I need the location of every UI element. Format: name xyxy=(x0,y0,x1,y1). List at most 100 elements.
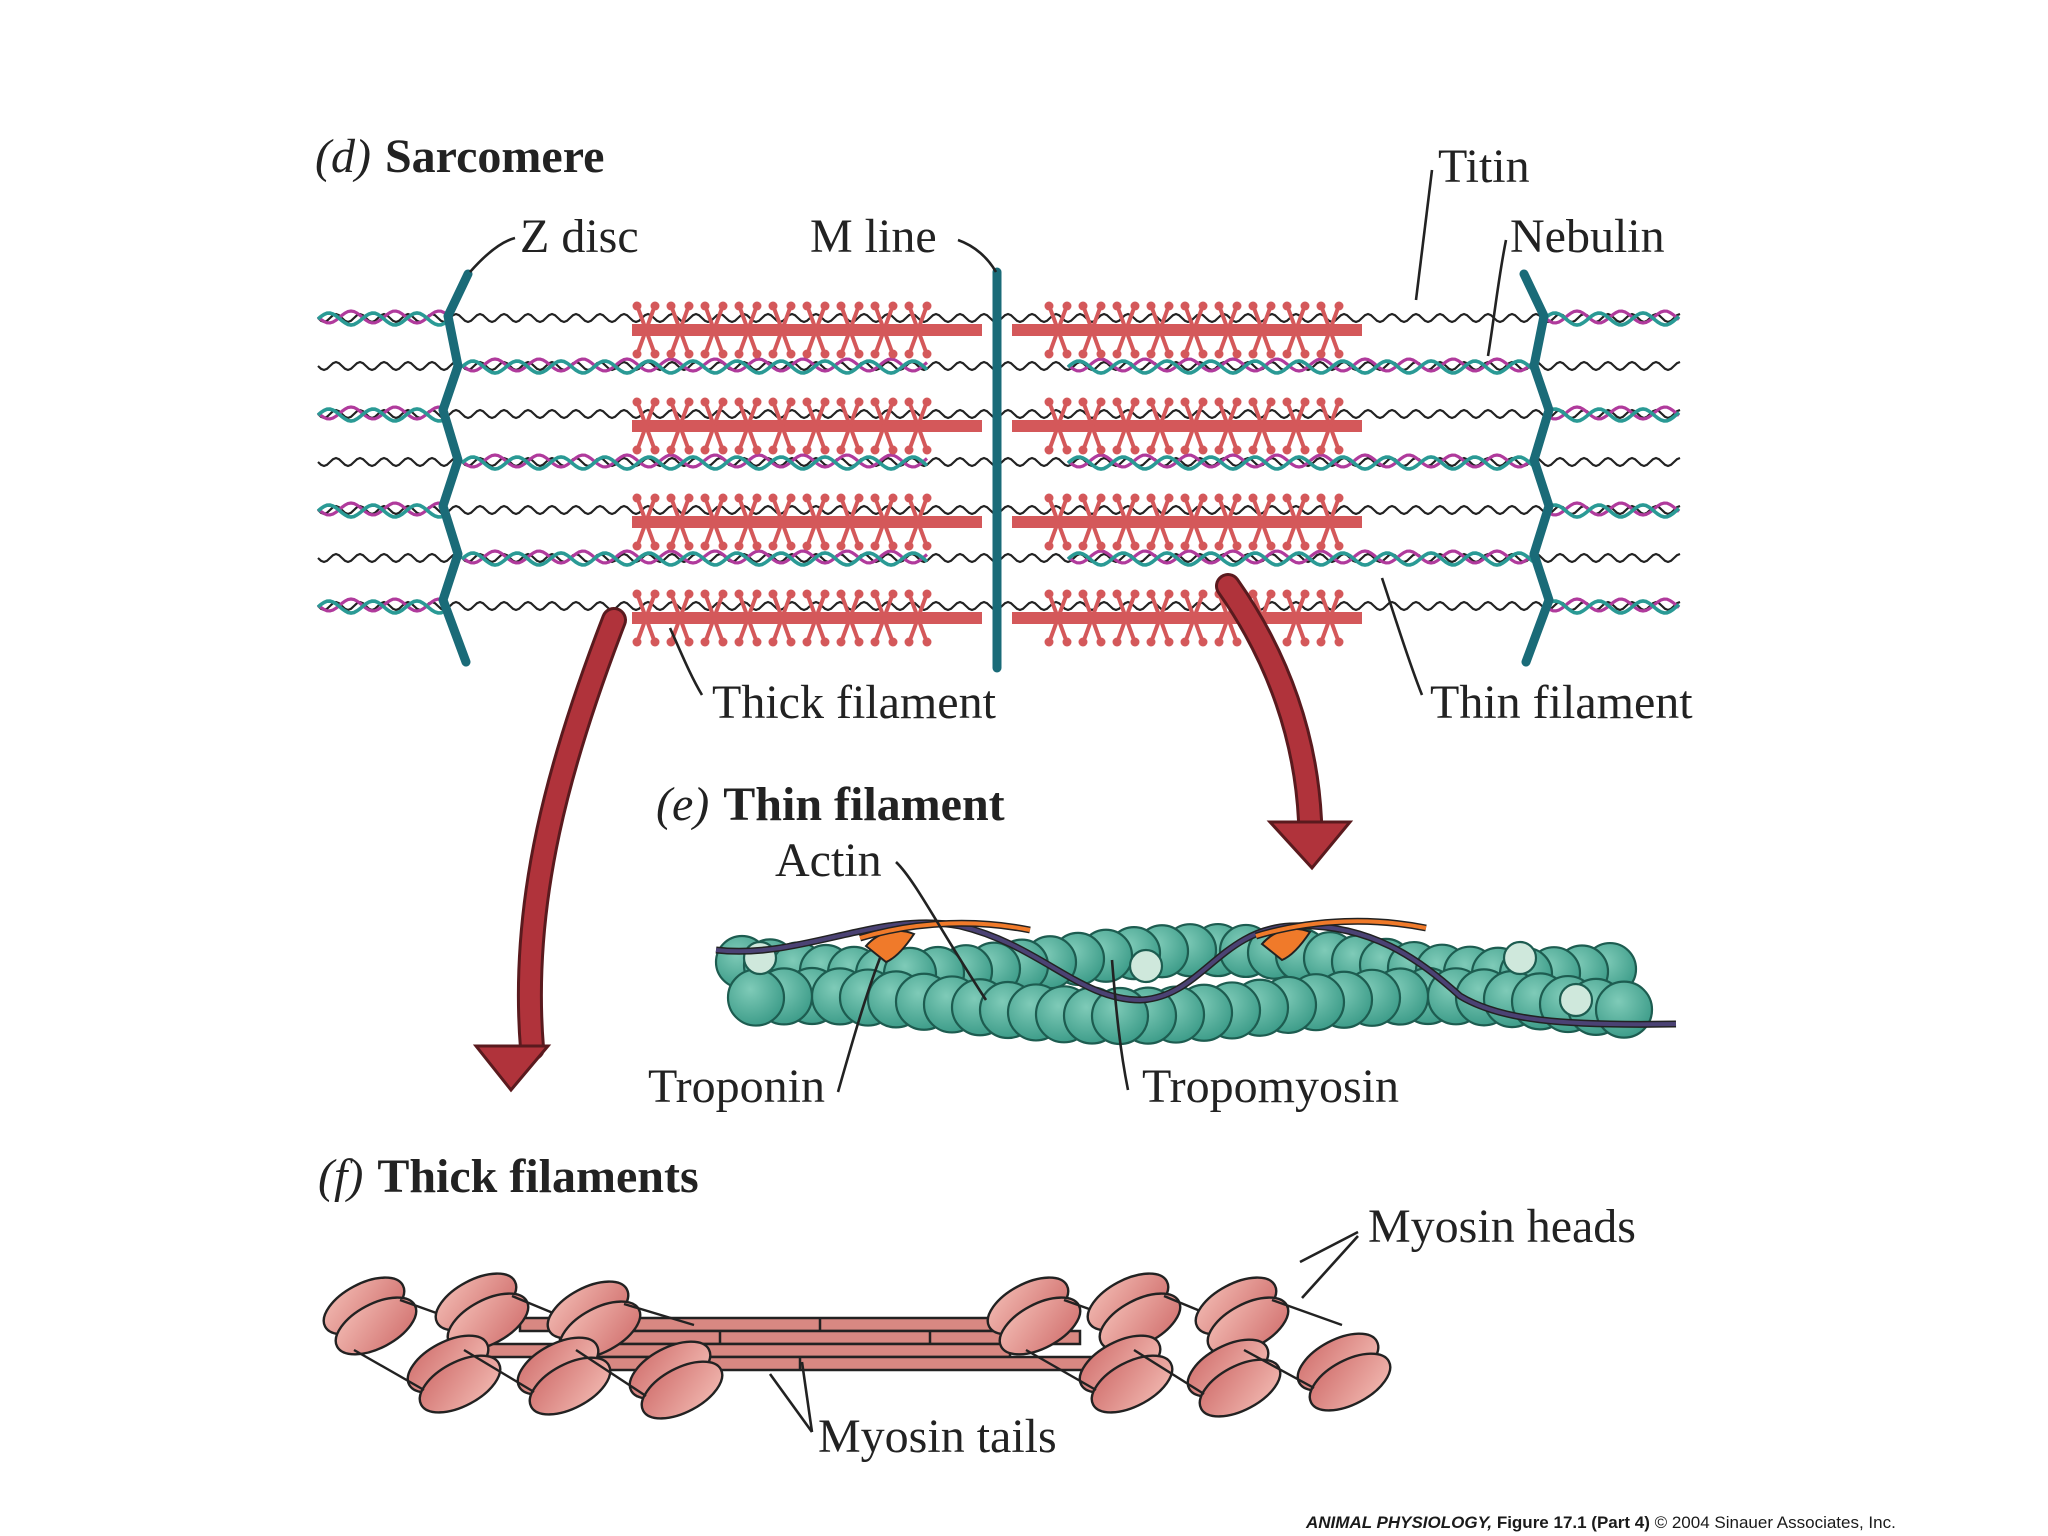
credit-book: ANIMAL PHYSIOLOGY, xyxy=(1305,1513,1492,1532)
myosin-head-dot xyxy=(1300,349,1310,359)
myosin-head-dot xyxy=(854,541,864,551)
myosin-crossbridge xyxy=(1124,306,1136,332)
myosin-crossbridge xyxy=(1090,424,1102,450)
myosin-head-dot xyxy=(836,397,846,407)
myosin-crossbridge xyxy=(1260,498,1272,524)
myosin-crossbridge xyxy=(738,616,750,642)
myosin-head-dot xyxy=(870,397,880,407)
myosin-crossbridge xyxy=(874,306,886,332)
myosin-heads-leader-1 xyxy=(1299,1230,1359,1264)
myosin-head-dot xyxy=(700,397,710,407)
myosin-head-dot xyxy=(854,637,864,647)
myosin-head-dot xyxy=(1112,493,1122,503)
myosin-crossbridge xyxy=(636,306,648,332)
myosin-crossbridge xyxy=(806,306,818,332)
myosin-head-dot xyxy=(1164,301,1174,311)
myosin-heads xyxy=(322,1272,1392,1420)
myosin-crossbridge xyxy=(780,424,792,450)
arrow-to-thin-filament xyxy=(1215,573,1354,871)
myosin-head-dot xyxy=(802,541,812,551)
myosin-head-dot xyxy=(666,445,676,455)
left-outer-thin-actin-helix xyxy=(316,503,448,519)
myosin-neck xyxy=(623,1302,695,1327)
myosin-head-dot xyxy=(1232,397,1242,407)
myosin-head-dot xyxy=(1146,541,1156,551)
myosin-crossbridge xyxy=(704,306,716,332)
myosin-head-dot xyxy=(650,397,660,407)
troponin-label: Troponin xyxy=(648,1060,825,1113)
myosin-crossbridge xyxy=(1286,306,1298,332)
left-thin-filament-nebulin-helix xyxy=(460,453,929,469)
myosin-head-dot xyxy=(1062,349,1072,359)
myosin-head-dot xyxy=(1146,397,1156,407)
myosin-head-dot xyxy=(904,301,914,311)
right-outer-thin-nebulin-helix xyxy=(1542,597,1681,613)
myosin-head-dot xyxy=(1282,637,1292,647)
myosin-head-dot xyxy=(1214,637,1224,647)
myosin-crossbridge xyxy=(712,594,724,620)
myosin-crossbridge xyxy=(1294,424,1306,450)
myosin-crossbridge xyxy=(746,424,758,450)
myosin-head-dot xyxy=(854,397,864,407)
right-outer-thin-nebulin-helix xyxy=(1542,405,1681,421)
myosin-head-dot xyxy=(768,637,778,647)
myosin-crossbridge xyxy=(1158,616,1170,642)
thin-filaments xyxy=(316,309,1681,615)
myosin-head-lobe xyxy=(640,1360,724,1420)
myosin-crossbridge xyxy=(814,498,826,524)
right-outer-thin-actin-helix xyxy=(1542,599,1681,615)
myosin-head-dot xyxy=(1334,541,1344,551)
myosin-crossbridge xyxy=(1286,424,1298,450)
myosin-head-dot xyxy=(650,301,660,311)
myosin-crossbridge xyxy=(814,306,826,332)
myosin-crossbridge xyxy=(644,520,656,546)
myosin-head-dot xyxy=(666,397,676,407)
myosin-crossbridge xyxy=(1218,402,1230,428)
myosin-crossbridge xyxy=(636,424,648,450)
myosin-head-dot xyxy=(650,349,660,359)
myosin-crossbridge xyxy=(1116,424,1128,450)
myosin-head-dot xyxy=(1044,637,1054,647)
myosin-neck xyxy=(463,1348,535,1394)
myosin-head-dot xyxy=(1248,589,1258,599)
myosin-crossbridge xyxy=(1192,328,1204,354)
myosin-head-dot xyxy=(700,493,710,503)
myosin-head-dot xyxy=(1198,445,1208,455)
myosin-crossbridge xyxy=(882,328,894,354)
myosin-crossbridge xyxy=(1056,306,1068,332)
myosin-crossbridge xyxy=(636,616,648,642)
thick-filament-backbone xyxy=(632,612,982,624)
myosin-head-dot xyxy=(734,493,744,503)
myosin-crossbridge xyxy=(1328,594,1340,620)
myosin-head-dot xyxy=(1078,445,1088,455)
myosin-head-dot xyxy=(1044,589,1054,599)
myosin-head-dot xyxy=(752,445,762,455)
myosin-head-lobe xyxy=(1308,1352,1392,1412)
myosin-crossbridge xyxy=(916,306,928,332)
myosin-head-dot xyxy=(734,349,744,359)
right-thin-filament-nebulin-helix xyxy=(1066,453,1535,469)
myosin-crossbridge xyxy=(1158,498,1170,524)
myosin-crossbridge xyxy=(1090,402,1102,428)
myosin-crossbridge xyxy=(1124,520,1136,546)
myosin-crossbridge xyxy=(772,616,784,642)
myosin-crossbridge xyxy=(1158,520,1170,546)
myosin-crossbridge xyxy=(670,402,682,428)
left-thin-filament-actin-helix xyxy=(460,551,929,567)
myosin-crossbridge xyxy=(1150,594,1162,620)
myosin-crossbridge xyxy=(1116,328,1128,354)
left-thin-filament-nebulin-helix xyxy=(460,549,929,565)
myosin-crossbridge xyxy=(1218,594,1230,620)
myosin-head-dot xyxy=(632,445,642,455)
myosin-head-dot xyxy=(734,397,744,407)
titin-leader xyxy=(1414,169,1434,301)
myosin-crossbridge xyxy=(704,498,716,524)
myosin-head-dot xyxy=(820,637,830,647)
myosin-head-dot xyxy=(1248,397,1258,407)
myosin-head-dot xyxy=(786,301,796,311)
myosin-crossbridge xyxy=(670,424,682,450)
myosin-crossbridge xyxy=(874,520,886,546)
myosin-head-dot xyxy=(1282,301,1292,311)
myosin-crossbridge xyxy=(882,616,894,642)
myosin-crossbridge xyxy=(1192,306,1204,332)
